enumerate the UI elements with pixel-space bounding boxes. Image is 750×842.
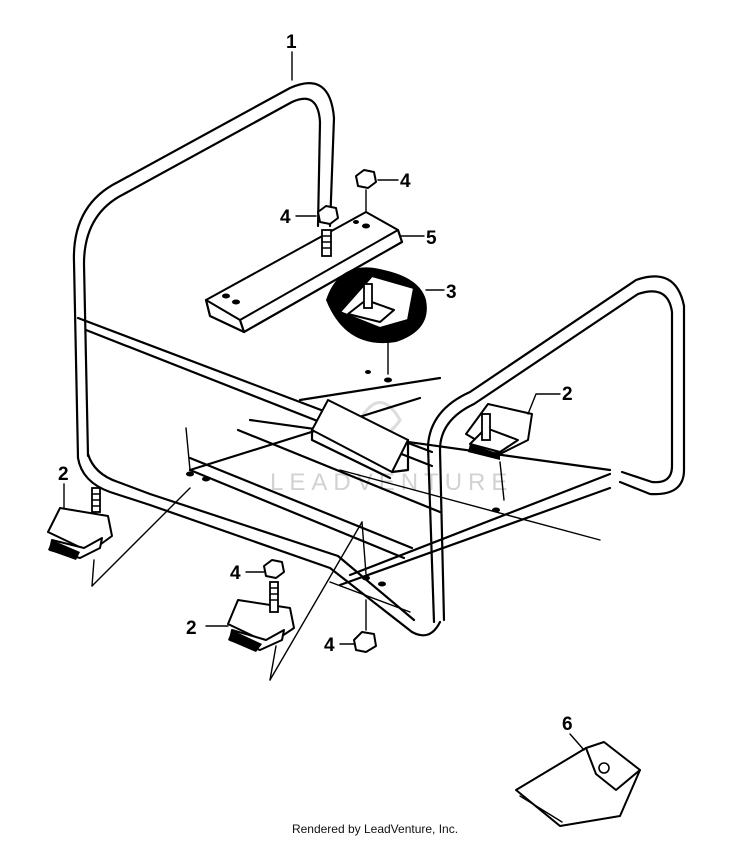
- callout-labels: 1 2 2 2 3 4 4 4 4 5 6: [58, 32, 573, 735]
- callout-1-frame: 1: [286, 32, 297, 53]
- credit-text: Rendered by LeadVenture, Inc.: [291, 822, 459, 836]
- callout-2-mount-left: 2: [58, 464, 69, 485]
- callout-4-nut-top-right: 4: [400, 171, 411, 192]
- mount-right-part: [465, 403, 533, 501]
- bolt-bracket: [317, 169, 377, 257]
- tool-bag-part: [515, 741, 641, 827]
- callout-2-mount-front: 2: [186, 618, 197, 639]
- bracket-part: [204, 211, 404, 334]
- callout-4-nut-bottom: 4: [324, 635, 335, 656]
- callout-6-bag: 6: [562, 714, 573, 735]
- mount-front-part: [227, 521, 367, 681]
- callout-4-nut-top-left: 4: [280, 207, 291, 228]
- callout-3-mount-top: 3: [446, 282, 457, 303]
- callout-5-bracket: 5: [426, 228, 437, 249]
- leader-lines: [63, 51, 585, 751]
- callout-2-mount-right: 2: [562, 384, 573, 405]
- frame-tube: [72, 82, 686, 637]
- nut-bottom-part: [353, 599, 377, 653]
- mount-left-part: [47, 427, 191, 587]
- mount-top-part: [326, 267, 427, 375]
- callout-4-nut-front: 4: [230, 563, 241, 584]
